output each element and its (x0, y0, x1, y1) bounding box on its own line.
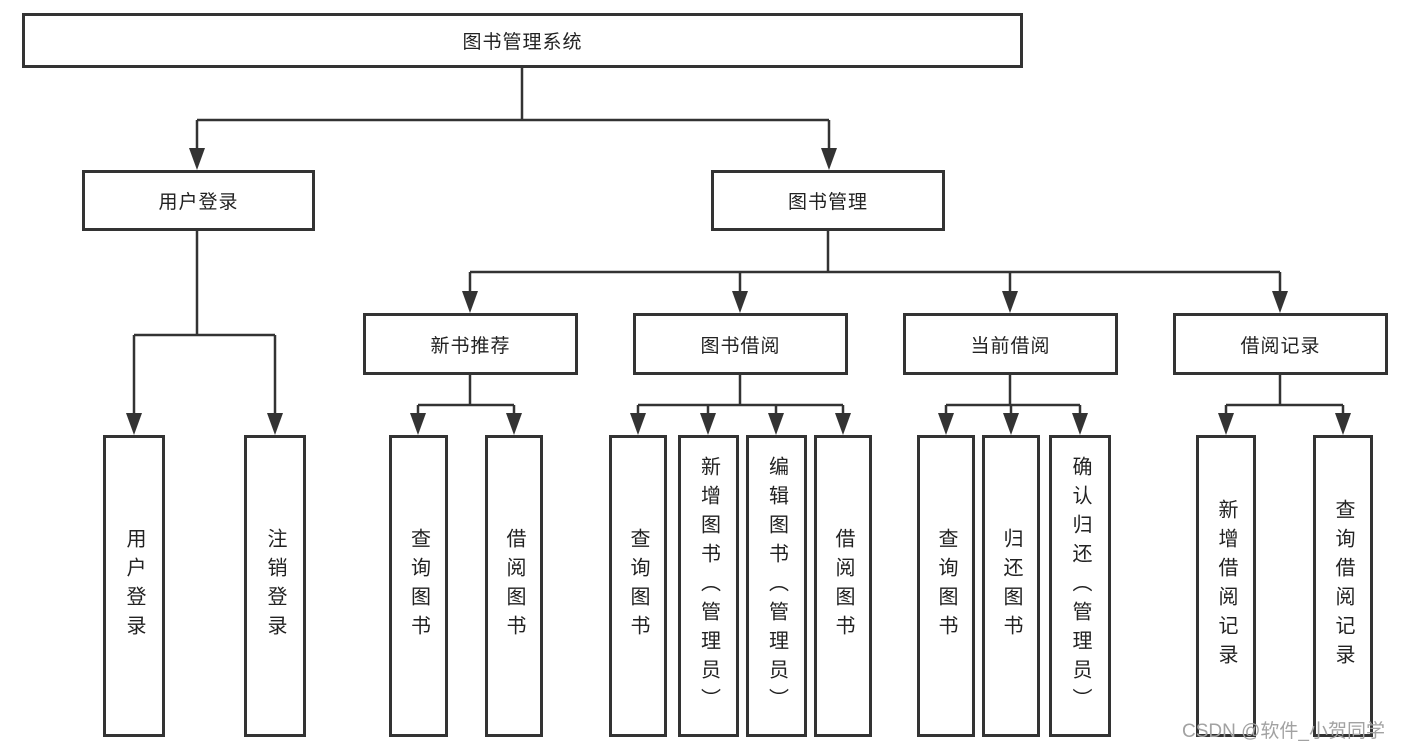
leaf-logout: 注销登录 (244, 435, 306, 737)
node-label: 确认归还（管理员） (1069, 455, 1091, 717)
arrowhead (1002, 291, 1018, 313)
leaf-records-add-record: 新增借阅记录 (1196, 435, 1256, 737)
leaf-borrow-edit-books-admin: 编辑图书（管理员） (746, 435, 807, 737)
node-label: 借阅图书 (503, 528, 525, 644)
node-label: 查询图书 (627, 528, 649, 644)
node-current-borrowing: 当前借阅 (903, 313, 1118, 375)
node-label: 用户登录 (158, 192, 239, 213)
leaf-records-query-record: 查询借阅记录 (1313, 435, 1373, 737)
leaf-user-login: 用户登录 (103, 435, 165, 737)
arrowhead (126, 413, 142, 435)
arrowhead (700, 413, 716, 435)
node-book-borrowing: 图书借阅 (633, 313, 848, 375)
arrowhead (1003, 413, 1019, 435)
arrowhead (732, 291, 748, 313)
leaf-borrow-borrow-books: 借阅图书 (814, 435, 872, 737)
arrowhead (1218, 413, 1234, 435)
leaf-newbook-query-books: 查询图书 (389, 435, 448, 737)
node-book-management: 图书管理 (711, 170, 945, 231)
arrowhead (1072, 413, 1088, 435)
node-label: 图书管理 (787, 192, 868, 213)
node-book-management-system: 图书管理系统 (22, 13, 1023, 68)
arrowhead (506, 413, 522, 435)
arrowhead (630, 413, 646, 435)
node-borrowing-records: 借阅记录 (1173, 313, 1388, 375)
leaf-borrow-query-books: 查询图书 (609, 435, 667, 737)
node-label: 新增借阅记录 (1215, 499, 1237, 673)
node-label: 图书借阅 (700, 335, 781, 357)
arrowhead (189, 148, 205, 170)
arrowhead (1335, 413, 1351, 435)
node-new-book-recommend: 新书推荐 (363, 313, 578, 375)
node-label: 查询图书 (407, 528, 430, 644)
node-label: 用户登录 (123, 528, 145, 644)
arrowhead (938, 413, 954, 435)
node-label: 注销登录 (264, 528, 286, 644)
arrowhead (1272, 291, 1288, 313)
arrowhead (267, 413, 283, 435)
arrowhead (462, 291, 478, 313)
arrowhead (768, 413, 784, 435)
leaf-newbook-borrow-books: 借阅图书 (485, 435, 543, 737)
node-label: 查询图书 (935, 528, 957, 644)
node-user-login: 用户登录 (82, 170, 315, 231)
arrowhead (835, 413, 851, 435)
arrowhead (821, 148, 837, 170)
node-label: 图书管理系统 (462, 32, 583, 53)
leaf-current-return-books: 归还图书 (982, 435, 1040, 737)
node-label: 归还图书 (1000, 528, 1022, 644)
node-label: 新书推荐 (430, 335, 511, 357)
node-label: 当前借阅 (970, 335, 1051, 357)
node-label: 编辑图书（管理员） (765, 455, 788, 717)
arrowhead (410, 413, 426, 435)
leaf-borrow-add-books-admin: 新增图书（管理员） (678, 435, 739, 737)
leaf-current-confirm-return-admin: 确认归还（管理员） (1049, 435, 1111, 737)
csdn-watermark: CSDN @软件_小贺同学 (1182, 721, 1385, 742)
node-label: 查询借阅记录 (1332, 499, 1354, 673)
node-label: 借阅记录 (1240, 335, 1321, 357)
node-label: 新增图书（管理员） (697, 455, 720, 717)
node-label: 借阅图书 (832, 528, 854, 644)
leaf-current-query-books: 查询图书 (917, 435, 975, 737)
